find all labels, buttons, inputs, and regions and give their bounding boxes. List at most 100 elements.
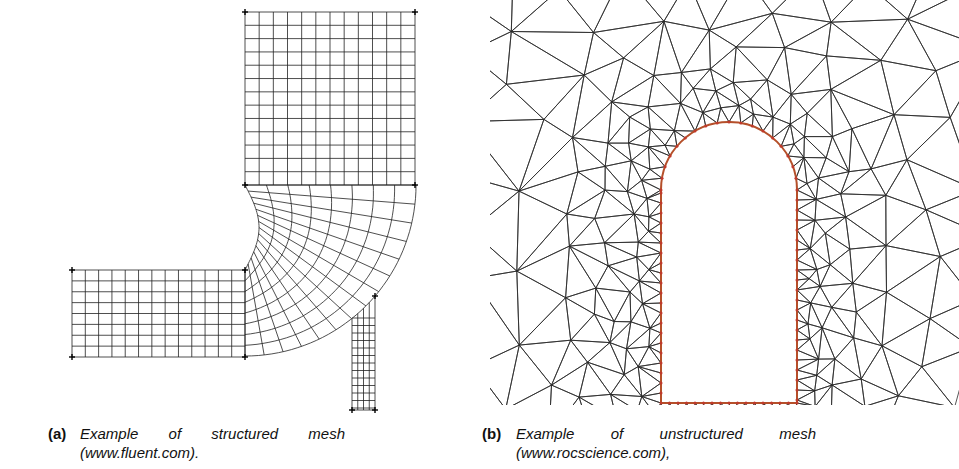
caption-tag: (a) (48, 424, 66, 443)
grid-line (400, 12, 401, 185)
grid-line (248, 191, 415, 204)
grid-line (72, 346, 245, 347)
grid-line (352, 318, 353, 410)
grid-line (245, 145, 415, 146)
grid-line (251, 258, 283, 352)
boundary-node (745, 402, 748, 405)
boundary-node (660, 342, 663, 345)
boundary-node (660, 202, 663, 205)
boundary-node (677, 402, 680, 405)
boundary-node (739, 122, 742, 125)
boundary-node (753, 402, 756, 405)
boundary-node (796, 249, 799, 252)
grid-line (245, 185, 395, 345)
grid-line (352, 355, 375, 356)
boundary-node (694, 402, 697, 405)
caption-text: Example of structured mesh (www.fluent.c… (80, 424, 345, 462)
boundary-node (762, 402, 765, 405)
grid-line (245, 185, 352, 324)
boundary-node (780, 145, 783, 148)
grid-line (352, 348, 375, 349)
boundary-node (711, 402, 714, 405)
boundary-node (796, 379, 799, 382)
boundary-node (660, 192, 663, 195)
boundary-node (660, 272, 663, 275)
grid-line (344, 12, 345, 185)
boundary-node (736, 402, 739, 405)
boundary-node (796, 349, 799, 352)
grid-line (287, 12, 288, 185)
boundary-node (660, 282, 663, 285)
grid-line (258, 215, 390, 276)
grid-line (245, 270, 246, 356)
boundary-node (796, 239, 799, 242)
boundary-node (669, 155, 672, 158)
boundary-node (762, 130, 765, 133)
grid-line (72, 270, 245, 271)
boundary-node (796, 309, 799, 312)
boundary-node (796, 389, 799, 392)
boundary-node (684, 136, 687, 139)
grid-line (245, 118, 415, 119)
boundary-node (796, 289, 799, 292)
grid-line (245, 185, 415, 186)
grid-line (72, 324, 245, 325)
boundary-node (660, 242, 663, 245)
grid-line (245, 158, 415, 159)
grid-line (245, 65, 415, 66)
grid-line (245, 25, 415, 26)
grid-line (352, 363, 375, 364)
boundary-node (786, 155, 789, 158)
boundary-node (796, 369, 799, 372)
caption-text: Example of unstructured mesh (www.rocsci… (516, 424, 816, 462)
grid-line (372, 12, 373, 185)
grid-line (259, 228, 366, 306)
boundary-node (660, 322, 663, 325)
boundary-node (685, 402, 688, 405)
boundary-node (660, 292, 663, 295)
boundary-node (660, 262, 663, 265)
boundary-node (660, 332, 663, 335)
boundary-node (660, 402, 663, 405)
boundary-node (796, 209, 799, 212)
grid-line (245, 185, 416, 356)
boundary-node (796, 359, 799, 362)
grid-line (72, 302, 245, 303)
corner-marker (244, 267, 245, 273)
grid-line (352, 325, 375, 326)
grid-line (245, 12, 246, 185)
boundary-node (694, 130, 697, 133)
grid-line (352, 393, 375, 394)
corner-marker (351, 407, 352, 413)
grid-line (72, 291, 245, 292)
boundary-node (704, 125, 707, 128)
boundary-node (660, 189, 663, 192)
boundary-node (719, 402, 722, 405)
grid-line (251, 197, 412, 223)
grid-line (245, 185, 311, 302)
boundary-node (796, 402, 799, 405)
corner-marker (71, 354, 72, 360)
boundary-node (787, 402, 790, 405)
boundary-node (664, 165, 667, 168)
boundary-node (660, 382, 663, 385)
grid-line (259, 12, 260, 185)
grid-line (273, 12, 274, 185)
grid-line (352, 385, 375, 386)
grid-line (352, 400, 375, 401)
grid-line (72, 335, 245, 336)
grid-line (363, 308, 364, 410)
boundary-node (796, 339, 799, 342)
grid-line (245, 270, 246, 357)
grid-line (386, 12, 387, 185)
boundary-node (779, 402, 782, 405)
boundary-node (796, 399, 799, 402)
boundary-node (771, 136, 774, 139)
grid-line (330, 12, 331, 185)
boundary-node (660, 372, 663, 375)
grid-line (259, 221, 379, 291)
boundary-node (668, 402, 671, 405)
caption-tag: (b) (482, 424, 501, 443)
structured-mesh (69, 9, 418, 413)
grid-line (254, 203, 407, 241)
